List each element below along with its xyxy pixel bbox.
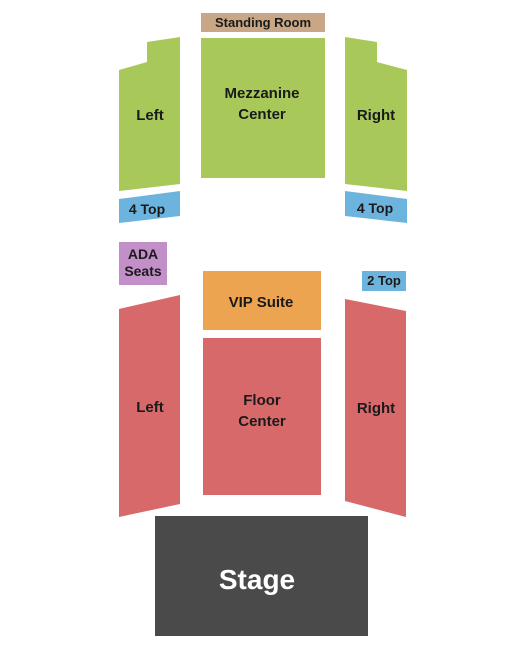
standing-room-shape[interactable] [201, 13, 325, 32]
floor-center-shape[interactable] [203, 338, 321, 495]
section-standing-room[interactable]: Standing Room [201, 13, 325, 32]
section-mezzanine-right[interactable]: Right [345, 37, 407, 191]
two-top-shape[interactable] [362, 271, 406, 291]
section-floor-right[interactable]: Right [345, 299, 406, 517]
stage-shape [155, 516, 368, 636]
section-floor-center[interactable]: Floor Center [203, 338, 321, 495]
section-two-top[interactable]: 2 Top [362, 271, 406, 291]
section-four-top-right[interactable]: 4 Top [345, 191, 407, 223]
ada-seats-shape[interactable] [119, 242, 167, 285]
mezzanine-left-shape[interactable] [119, 37, 180, 191]
section-floor-left[interactable]: Left [119, 295, 180, 517]
section-mezzanine-left[interactable]: Left [119, 37, 180, 191]
four-top-right-shape[interactable] [345, 191, 407, 223]
section-ada-seats[interactable]: ADA Seats [119, 242, 167, 285]
section-mezzanine-center[interactable]: Mezzanine Center [201, 38, 325, 178]
floor-left-shape[interactable] [119, 295, 180, 517]
stage: Stage [155, 516, 368, 636]
mezzanine-center-shape[interactable] [201, 38, 325, 178]
mezzanine-right-shape[interactable] [345, 37, 407, 191]
floor-right-shape[interactable] [345, 299, 406, 517]
vip-suite-shape[interactable] [203, 271, 321, 330]
section-vip-suite[interactable]: VIP Suite [203, 271, 321, 330]
four-top-left-shape[interactable] [119, 191, 180, 223]
section-four-top-left[interactable]: 4 Top [119, 191, 180, 223]
